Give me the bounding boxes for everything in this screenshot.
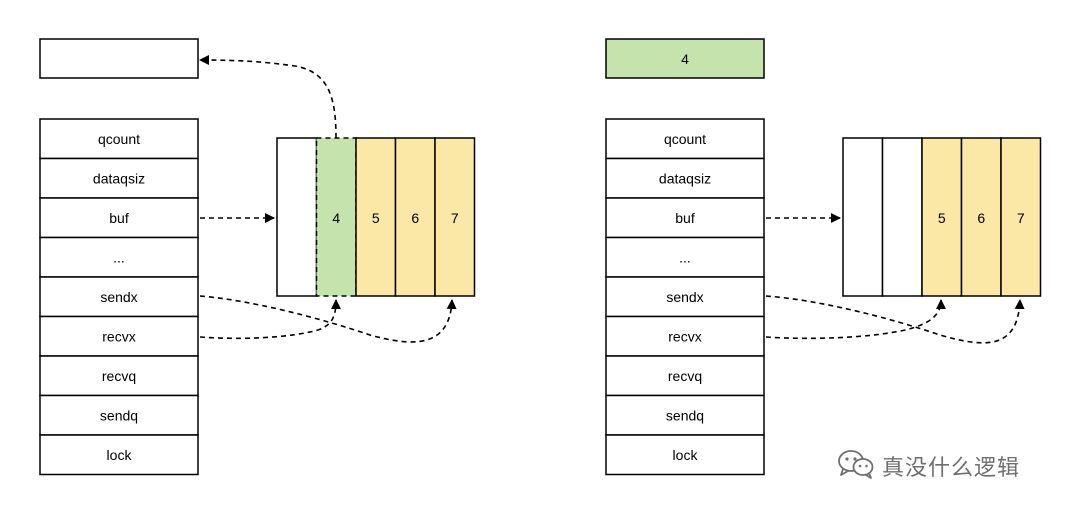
- hchan-field-label: sendq: [666, 408, 704, 424]
- buffer-slot: [921, 137, 963, 297]
- received-value-arrow: [199, 55, 337, 139]
- right-received-value-box: 4: [605, 38, 765, 79]
- hchan-field-box: [39, 434, 199, 476]
- left-panel: qcount dataqsiz buf ... sendx recvx recv…: [39, 38, 476, 476]
- buffer-slot-value: 6: [411, 210, 419, 226]
- buffer-slot-received: [315, 137, 357, 297]
- hchan-field-label: ...: [679, 250, 691, 266]
- hchan-field-box: [605, 276, 765, 318]
- recvx-pointer-arrow: [765, 299, 946, 340]
- watermark: 真没什么逻辑: [836, 448, 1021, 485]
- hchan-field-label: recvq: [668, 368, 702, 384]
- buffer-slot-value: 4: [332, 210, 340, 226]
- left-ring-buffer: 4 5 6 7: [276, 137, 476, 297]
- hchan-field-box: [605, 236, 765, 278]
- buffer-slot-value: 7: [451, 210, 459, 226]
- hchan-field-label: dataqsiz: [93, 171, 145, 187]
- wechat-icon: [836, 448, 876, 485]
- hchan-field-label: lock: [107, 447, 133, 463]
- right-received-value: 4: [681, 51, 689, 67]
- hchan-field-label: recvx: [102, 329, 135, 345]
- hchan-field-box: [605, 118, 765, 160]
- buffer-slot: [394, 137, 436, 297]
- sendx-pointer-arrow: [199, 295, 457, 343]
- hchan-field-box: [605, 315, 765, 357]
- buffer-slot: [434, 137, 476, 297]
- buffer-slot: [1000, 137, 1042, 297]
- hchan-field-label: recvq: [102, 368, 136, 384]
- hchan-field-box: [39, 315, 199, 357]
- hchan-field-label: qcount: [664, 131, 706, 147]
- sendx-pointer-arrow: [765, 295, 1025, 344]
- right-ring-buffer: 5 6 7: [842, 137, 1042, 297]
- buffer-slot: [960, 137, 1002, 297]
- hchan-field-box: [605, 434, 765, 476]
- hchan-field-label: sendx: [100, 289, 137, 305]
- buffer-slot-value: 5: [372, 210, 380, 226]
- buffer-slot: [276, 137, 318, 297]
- hchan-field-box: [605, 394, 765, 436]
- hchan-field-label: qcount: [98, 131, 140, 147]
- buffer-slot-value: 6: [977, 210, 985, 226]
- hchan-field-box: [39, 236, 199, 278]
- hchan-field-box: [39, 118, 199, 160]
- hchan-field-label: ...: [113, 250, 125, 266]
- hchan-field-box: [39, 394, 199, 436]
- hchan-field-label: lock: [673, 447, 699, 463]
- hchan-field-label: buf: [675, 210, 695, 226]
- left-arrows: [199, 55, 457, 343]
- hchan-field-label: dataqsiz: [659, 171, 711, 187]
- buffer-slot: [842, 137, 884, 297]
- left-hchan-struct: qcount dataqsiz buf ... sendx recvx recv…: [39, 118, 199, 476]
- buffer-slot: [881, 137, 923, 297]
- buffer-slot-value: 7: [1017, 210, 1025, 226]
- hchan-field-label: sendx: [666, 289, 703, 305]
- left-received-value-box: [39, 38, 199, 79]
- watermark-text: 真没什么逻辑: [882, 456, 1021, 481]
- hchan-field-box: [605, 197, 765, 239]
- buffer-slot-value: 5: [938, 210, 946, 226]
- hchan-field-label: recvx: [668, 329, 701, 345]
- hchan-field-label: sendq: [100, 408, 138, 424]
- hchan-field-box: [605, 157, 765, 199]
- right-panel: 4 qcount dataqsiz buf ... sendx recvx re…: [605, 38, 1042, 476]
- hchan-field-box: [39, 157, 199, 199]
- right-arrows: [765, 213, 1025, 344]
- right-hchan-struct: qcount dataqsiz buf ... sendx recvx recv…: [605, 118, 765, 476]
- hchan-field-label: buf: [109, 210, 129, 226]
